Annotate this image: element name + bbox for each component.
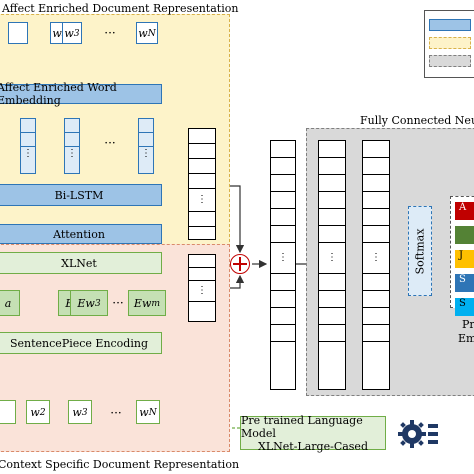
ew-sub: m: [151, 297, 161, 309]
bilstm-label: Bi-LSTM: [54, 188, 104, 202]
output-class-4: S: [455, 274, 474, 292]
gear-icon: [398, 420, 438, 448]
affect-panel-title: Affect Enriched Document Representation: [2, 2, 239, 15]
pretrained-line2: XLNet-Large-Cased: [258, 439, 368, 453]
legend-box: [424, 10, 474, 78]
fc-vdots: ⋮: [319, 243, 345, 274]
word-label: w: [72, 405, 82, 419]
ew-label: Ew: [77, 296, 95, 310]
word-sub: N: [147, 27, 156, 39]
lstm-column-2: ⋮: [64, 118, 80, 174]
bilstm-bar: Bi-LSTM: [0, 184, 162, 206]
word-sub: N: [148, 406, 157, 418]
fc-vdots: ⋮: [363, 243, 389, 274]
concatenation-circle: [230, 254, 250, 274]
word-label: w: [30, 405, 40, 419]
word-box-1: [8, 22, 28, 44]
context-panel-title: Context Specific Document Representation: [0, 458, 240, 471]
attention-label: Attention: [53, 227, 105, 241]
lstm-ellipsis: ···: [104, 136, 116, 150]
ew-ellipsis: ···: [112, 296, 124, 310]
affect-word-embedding-bar: Affect Enriched Word Embedding: [0, 81, 162, 107]
lstm-vdots: ⋮: [141, 148, 151, 159]
softmax-layer: Softmax: [408, 206, 432, 296]
lstm-column-n: ⋮: [138, 118, 154, 174]
ew-box-1: a: [0, 290, 20, 316]
fc-hidden-layer-2: ⋮: [362, 140, 390, 390]
legend-swatch-yellow: [429, 37, 471, 49]
fc-title: Fully Connected Neural: [360, 114, 474, 127]
embedding-label: Affect Enriched Word Embedding: [0, 81, 117, 107]
pretrained-line1: Pre trained Language Model: [241, 413, 363, 440]
bottom-word-ellipsis: ···: [110, 406, 122, 420]
word-label: w: [139, 405, 149, 419]
xlnet-bar: XLNet: [0, 252, 162, 274]
bottom-word-box-1: [0, 400, 16, 424]
lstm-vdots: ⋮: [67, 148, 77, 159]
prediction-label-2: Em: [458, 332, 474, 345]
word-sub: 3: [81, 406, 88, 418]
fc-vdots: ⋮: [271, 243, 295, 274]
sentencepiece-bar: SentencePiece Encoding: [0, 332, 162, 354]
attention-bar: Attention: [0, 224, 162, 244]
pretrained-model-box: Pre trained Language Model XLNet-Large-C…: [240, 413, 386, 453]
xlnet-label: XLNet: [61, 256, 97, 270]
word-ellipsis: ···: [104, 26, 116, 40]
word-label: w: [138, 26, 148, 40]
output-class-3: J: [455, 250, 474, 268]
output-class-1: A: [455, 202, 474, 220]
fc-input-vector: ⋮: [270, 140, 296, 390]
vector-vdots: ⋮: [189, 189, 215, 212]
word-label: w: [52, 26, 62, 40]
vector-vdots: ⋮: [189, 281, 215, 302]
word-sub: 2: [39, 406, 46, 418]
word-sub: 3: [73, 27, 80, 39]
ew-label: Ew: [133, 296, 152, 310]
output-class-2: [455, 226, 474, 244]
context-representation-vector: ⋮: [188, 254, 216, 322]
softmax-label: Softmax: [413, 228, 427, 274]
prediction-label-1: Pr: [462, 318, 474, 331]
word-label: w: [64, 26, 74, 40]
sentencepiece-label: SentencePiece Encoding: [10, 336, 148, 350]
output-class-5: S: [455, 298, 474, 316]
ew-sub: 3: [94, 297, 101, 309]
lstm-column-1: ⋮: [20, 118, 36, 174]
affect-representation-vector: ⋮: [188, 128, 216, 240]
legend-swatch-gray: [429, 55, 471, 67]
lstm-vdots: ⋮: [23, 148, 33, 159]
fc-hidden-layer-1: ⋮: [318, 140, 346, 390]
legend-swatch-blue: [429, 19, 471, 31]
